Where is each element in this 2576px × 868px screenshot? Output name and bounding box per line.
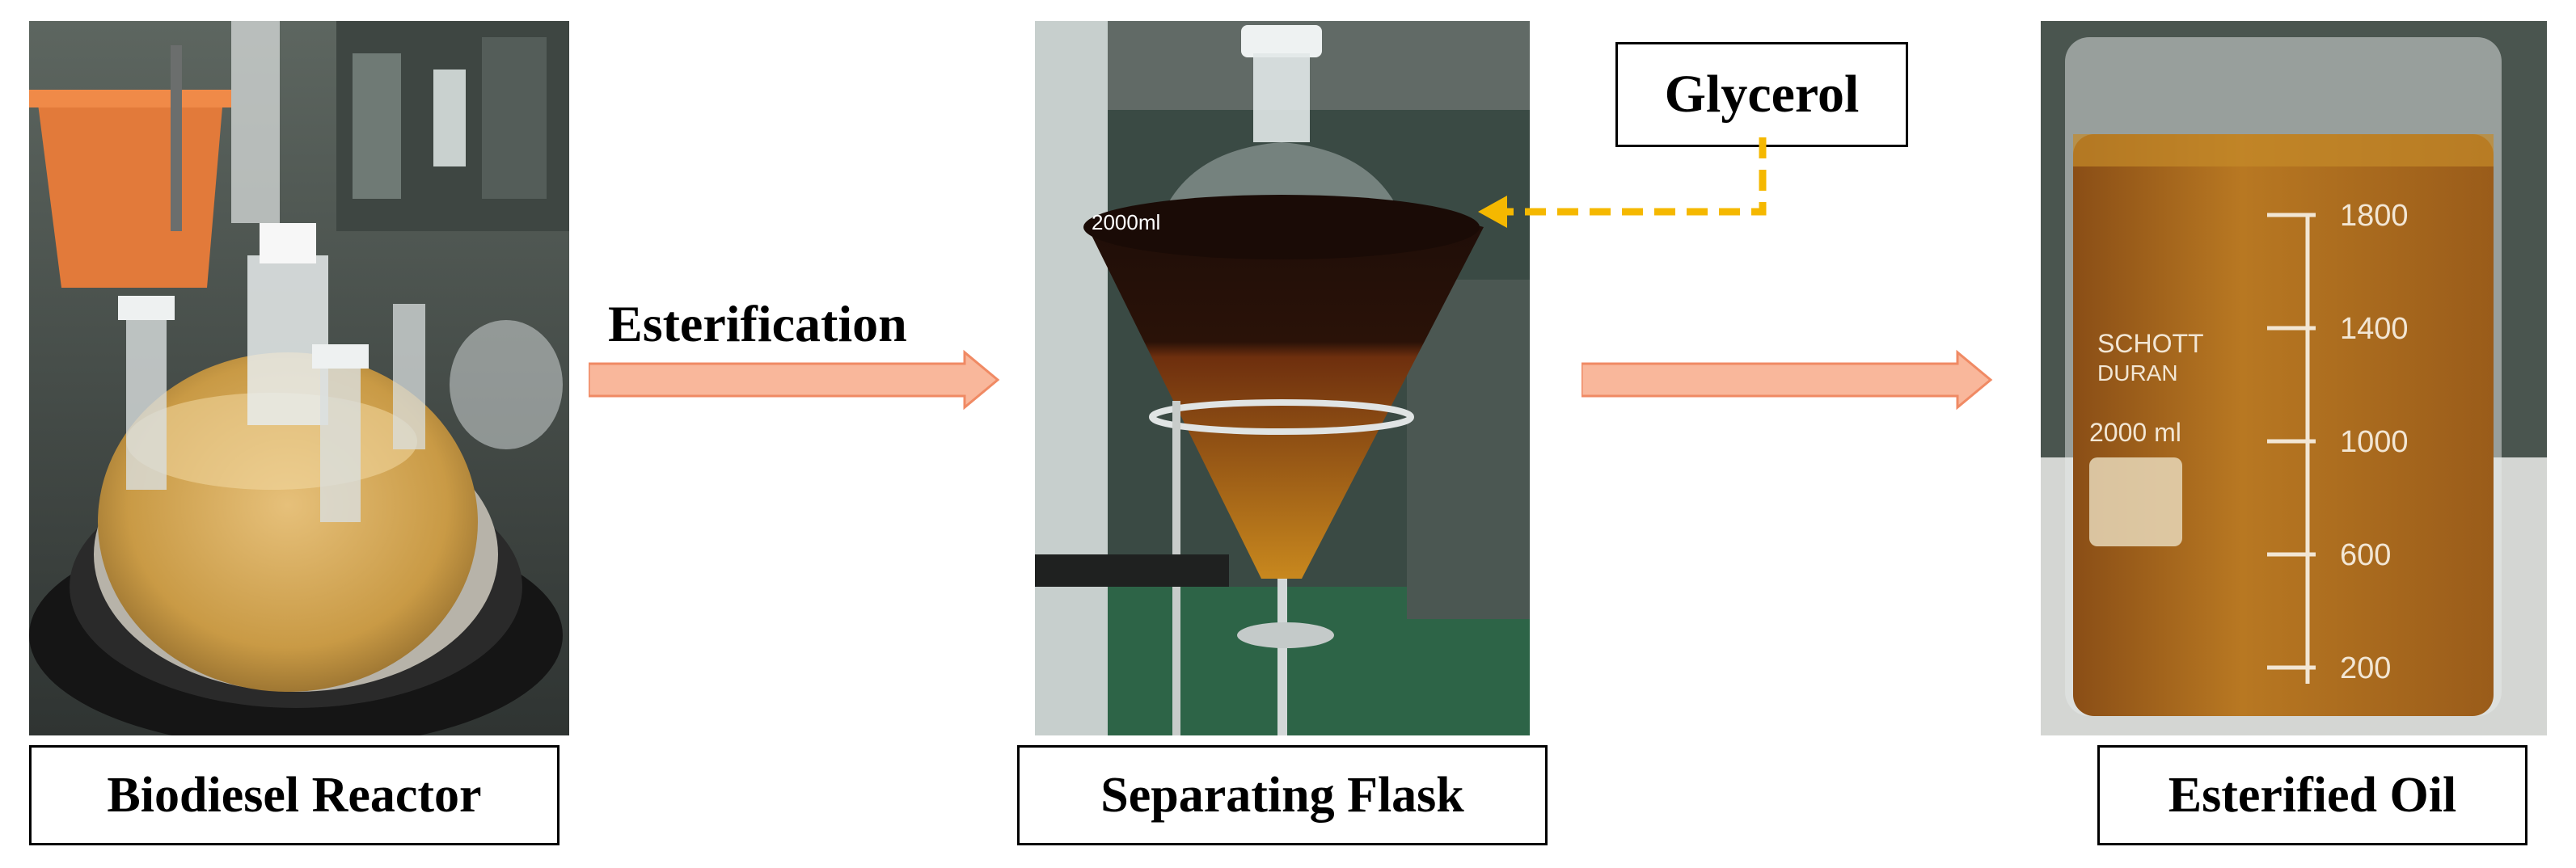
beaker-tick-600: 600: [2340, 538, 2391, 572]
flask-volume-text: 2000ml: [1092, 210, 1160, 234]
esterified-oil-label: Esterified Oil: [2097, 745, 2527, 845]
beaker-tick-1400: 1400: [2340, 312, 2409, 346]
biodiesel-reactor-label: Biodiesel Reactor: [29, 745, 560, 845]
beaker-tick-1800: 1800: [2340, 199, 2409, 233]
separating-flask-label: Separating Flask: [1017, 745, 1548, 845]
beaker-tick-200: 200: [2340, 651, 2391, 685]
esterification-label: Esterification: [608, 295, 907, 352]
glycerol-pointer-arrow: [1478, 137, 1767, 228]
separating-flask-photo: 2000ml: [1035, 21, 1530, 735]
beaker-tick-1000: 1000: [2340, 425, 2409, 459]
arrow-flask-to-oil: [1581, 349, 1993, 411]
arrow-icon: [1581, 349, 1993, 411]
biodiesel-reactor-photo: [29, 21, 569, 735]
beaker-brand-duran: DURAN: [2097, 360, 2178, 386]
arrow-reactor-to-flask: [589, 349, 1000, 411]
beaker-brand-schott: SCHOTT: [2097, 329, 2204, 358]
glycerol-label: Glycerol: [1615, 42, 1908, 147]
beaker-volume-text: 2000 ml: [2089, 418, 2181, 447]
arrow-head-icon: [1478, 196, 1507, 228]
arrow-icon: [589, 349, 1000, 411]
esterified-oil-photo: 1800 1400 1000 600 200 SCHOTT DURAN 2000…: [2041, 21, 2547, 735]
